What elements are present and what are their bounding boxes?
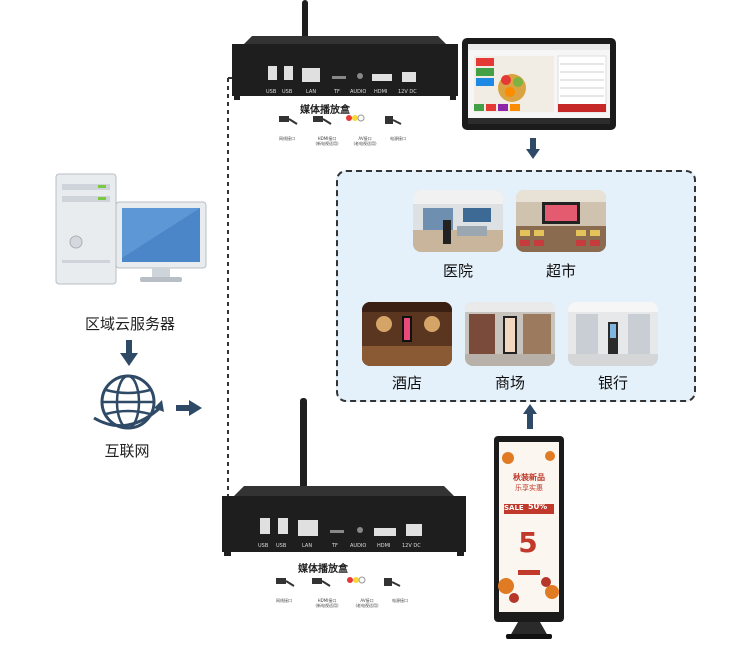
server-icon <box>55 173 207 285</box>
media-box-bottom-device <box>222 398 466 556</box>
cable-label: AV接口 (老电视适用) <box>355 598 379 608</box>
media-box-top: USB USB LAN TF AUDIO HDMI 12V DC <box>232 0 458 100</box>
kiosk-discount: 50% <box>528 502 548 511</box>
cable-label: 电源接口 <box>390 136 406 141</box>
port-label: USB <box>258 543 269 549</box>
port-label: 12V DC <box>398 89 417 95</box>
internet-label: 互联网 <box>104 442 150 460</box>
port-label: TF <box>334 89 340 95</box>
cable-label: 网线接口 <box>279 136 295 141</box>
port-label: HDMI <box>377 543 391 549</box>
port-label: USB <box>276 543 287 549</box>
port-label: AUDIO <box>350 543 367 549</box>
media-box-bottom-title: 媒体播放盒 <box>298 564 348 575</box>
port-label: TF <box>332 543 338 549</box>
cable-label: HDMI接口 (新电视适用) <box>315 136 339 146</box>
venue-bank-image <box>568 302 658 366</box>
arrow-down-server <box>120 340 138 366</box>
media-box-bottom: USB USB LAN TF AUDIO HDMI 12V DC <box>222 398 466 558</box>
cable-label: 电源接口 <box>392 598 408 603</box>
kiosk-device <box>494 436 564 639</box>
port-label: LAN <box>302 543 313 549</box>
display-screen-device <box>462 38 616 130</box>
port-label: LAN <box>306 89 317 95</box>
venue-mall-label: 商场 <box>494 374 525 392</box>
venue-supermarket-label: 超市 <box>545 262 576 280</box>
venue-supermarket-image <box>516 190 606 252</box>
cable-label: AV接口 (老电视适用) <box>353 136 377 146</box>
kiosk-number: 5 <box>518 526 538 559</box>
port-label: HDMI <box>374 89 388 95</box>
cables-top-icon <box>279 114 402 125</box>
kiosk-sale: SALE <box>504 504 524 512</box>
cables-bottom-icon <box>276 576 401 587</box>
cable-label: HDMI接口 (新电视适用) <box>315 598 339 608</box>
port-label: USB <box>266 89 277 95</box>
cable-label: 网线接口 <box>276 598 292 603</box>
media-box-top-title: 媒体播放盒 <box>300 105 350 116</box>
kiosk-headline: 秋装新品 <box>513 473 545 482</box>
server-illustration <box>50 170 210 290</box>
port-label: 12V DC <box>402 543 421 549</box>
arrow-up-kiosk <box>523 404 537 429</box>
display-screen <box>462 38 616 130</box>
venue-bank-label: 银行 <box>597 374 628 392</box>
venue-hospital-image <box>413 190 503 252</box>
venue-hotel-image <box>362 302 452 366</box>
globe-icon <box>93 374 164 430</box>
venue-hotel-label: 酒店 <box>391 374 422 392</box>
server-label: 区域云服务器 <box>84 315 175 333</box>
media-box-top-device <box>232 0 458 100</box>
arrow-down-display <box>526 138 540 159</box>
port-label: USB <box>282 89 293 95</box>
venue-hospital-label: 医院 <box>442 262 473 280</box>
kiosk-display: 秋装新品 乐享实惠 SALE 50% 5 <box>488 436 570 640</box>
globe-illustration <box>92 372 164 432</box>
port-label: AUDIO <box>350 89 367 95</box>
arrow-right-internet <box>176 400 202 416</box>
kiosk-subline: 乐享实惠 <box>515 484 543 492</box>
venue-mall-image <box>465 302 555 366</box>
